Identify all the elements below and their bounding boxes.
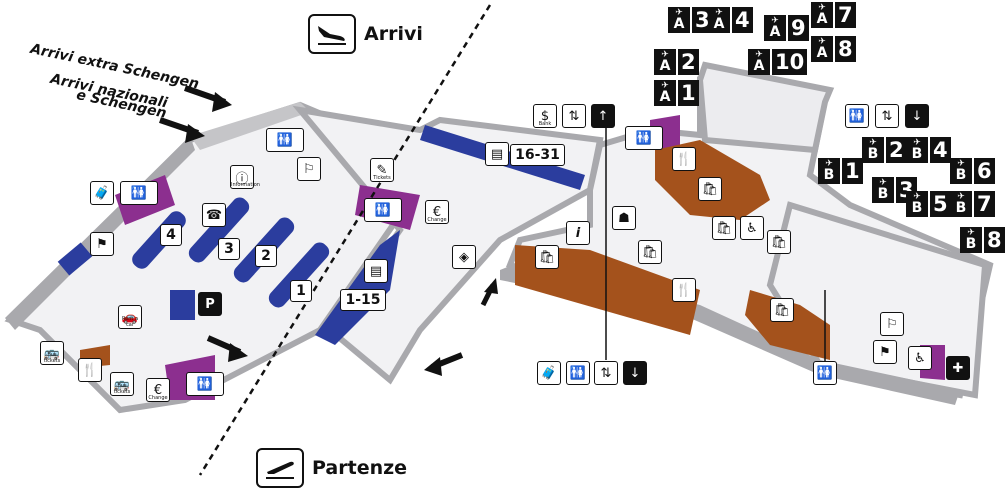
restroom-icon-b-top: 🚻 bbox=[845, 104, 869, 128]
lost-and-found-icon-bottom: 🧳 bbox=[537, 361, 561, 385]
restaurant-icon-pier-top: 🍴 bbox=[672, 147, 696, 171]
restroom-icon-hall-bottom: 🚻 bbox=[186, 372, 224, 396]
checkin-island-3-label[interactable]: 3 bbox=[218, 238, 240, 260]
restroom-icon-hall-top: 🚻 bbox=[266, 128, 304, 152]
arrow-extra-schengen-head bbox=[212, 92, 232, 112]
checkin-island-3-counter bbox=[188, 197, 250, 263]
shop-icon-pier-center: 🛍 bbox=[638, 240, 662, 264]
shop-icon-pier-mid: 🛍 bbox=[535, 245, 559, 269]
shop-area-right bbox=[745, 290, 830, 360]
arrivals-plane-icon bbox=[308, 14, 356, 54]
bus-tickets-icon-left[interactable]: 🚌Bus tickets bbox=[40, 341, 64, 365]
arrow-departures-entry-head bbox=[228, 343, 248, 362]
checkin-island-2-label[interactable]: 2 bbox=[255, 245, 277, 267]
rent-a-car-icon[interactable]: 🚗Rent a car bbox=[118, 305, 142, 329]
security-officer-icon: ☗ bbox=[612, 206, 636, 230]
lost-and-found-icon: 🧳 bbox=[90, 181, 114, 205]
exit-direction-icon[interactable]: ◈ bbox=[452, 245, 476, 269]
shop-icon-pier-top: 🛍 bbox=[698, 177, 722, 201]
duty-free-icon-pier: 🛍 bbox=[712, 216, 736, 240]
info-i-icon[interactable]: i bbox=[566, 221, 590, 245]
restaurant-icon-left: 🍴 bbox=[78, 358, 102, 382]
parking-icon[interactable]: P bbox=[198, 292, 222, 316]
arrow-exit-lower-head bbox=[424, 357, 442, 376]
checkin-island-1-label[interactable]: 1 bbox=[290, 280, 312, 302]
checkin-counter-1-15 bbox=[315, 230, 400, 345]
restroom-icon-hall-center: 🚻 bbox=[364, 198, 402, 222]
arrivals-title: Arrivi bbox=[364, 23, 423, 45]
departures-header: Partenze bbox=[256, 448, 407, 488]
checkin-island-1-counter bbox=[268, 242, 330, 308]
checkin-left-counter-a bbox=[57, 242, 93, 276]
mobile-phone-icon: ☎ bbox=[202, 203, 226, 227]
security-desk-icon: ⚐ bbox=[297, 157, 321, 181]
restroom-icon-hall-left: 🚻 bbox=[120, 181, 158, 205]
checkin-desks-16-31-label[interactable]: 16-31 bbox=[510, 144, 565, 166]
hall-wall-top bbox=[190, 102, 310, 150]
checkin-16-31-icon: ▤ bbox=[485, 142, 509, 166]
checkin-island-4-label[interactable]: 4 bbox=[160, 224, 182, 246]
departures-title: Partenze bbox=[312, 457, 408, 479]
restaurant-icon-pier-mid: 🍴 bbox=[672, 278, 696, 302]
bus-tickets-icon-bottom[interactable]: 🚌Bus tickets bbox=[110, 372, 134, 396]
arrow-down-icon-bottom: ↓ bbox=[623, 361, 647, 385]
checkin-1-15-icon: ▤ bbox=[364, 259, 388, 283]
elevator-icon-b-top: ⇅ bbox=[875, 104, 899, 128]
checkin-desks-1-15-label[interactable]: 1-15 bbox=[340, 289, 386, 311]
checkin-left-counter-b bbox=[170, 290, 195, 320]
arrivals-departures-boundary bbox=[198, 4, 492, 476]
arrow-exit-upper-head bbox=[484, 278, 498, 294]
a-wing-floor bbox=[696, 61, 835, 154]
change-icon-center[interactable]: €Change bbox=[425, 200, 449, 224]
shop-icon-pier-right: 🛍 bbox=[767, 230, 791, 254]
security-desk-icon-b: ⚐ bbox=[880, 312, 904, 336]
arrow-down-icon-b-top: ↓ bbox=[905, 104, 929, 128]
tickets-icon[interactable]: ✎Tickets bbox=[370, 158, 394, 182]
police-icon-b: ⚑ bbox=[873, 340, 897, 364]
restroom-icon-pier: 🚻 bbox=[625, 126, 663, 150]
departures-plane-icon bbox=[256, 448, 304, 488]
accessible-icon-b: ♿ bbox=[908, 346, 932, 370]
arrivals-header: Arrivi bbox=[308, 14, 423, 54]
elevator-icon-top: ⇅ bbox=[562, 104, 586, 128]
restroom-icon-b-bottom: 🚻 bbox=[813, 361, 837, 385]
restroom-icon-pier-bottom: 🚻 bbox=[566, 361, 590, 385]
first-aid-icon[interactable]: ✚ bbox=[946, 356, 970, 380]
change-icon-bottom[interactable]: €Change bbox=[146, 378, 170, 402]
bank-icon[interactable]: $Bank bbox=[533, 104, 557, 128]
arrow-national-schengen-head bbox=[185, 124, 205, 143]
police-icon-left: ⚑ bbox=[90, 232, 114, 256]
accessible-icon-pier: ♿ bbox=[740, 216, 764, 240]
arrow-up-icon: ↑ bbox=[591, 104, 615, 128]
shop-icon-pier-lower: 🛍 bbox=[770, 298, 794, 322]
shop-area-lower bbox=[515, 245, 700, 335]
elevator-icon-bottom: ⇅ bbox=[594, 361, 618, 385]
